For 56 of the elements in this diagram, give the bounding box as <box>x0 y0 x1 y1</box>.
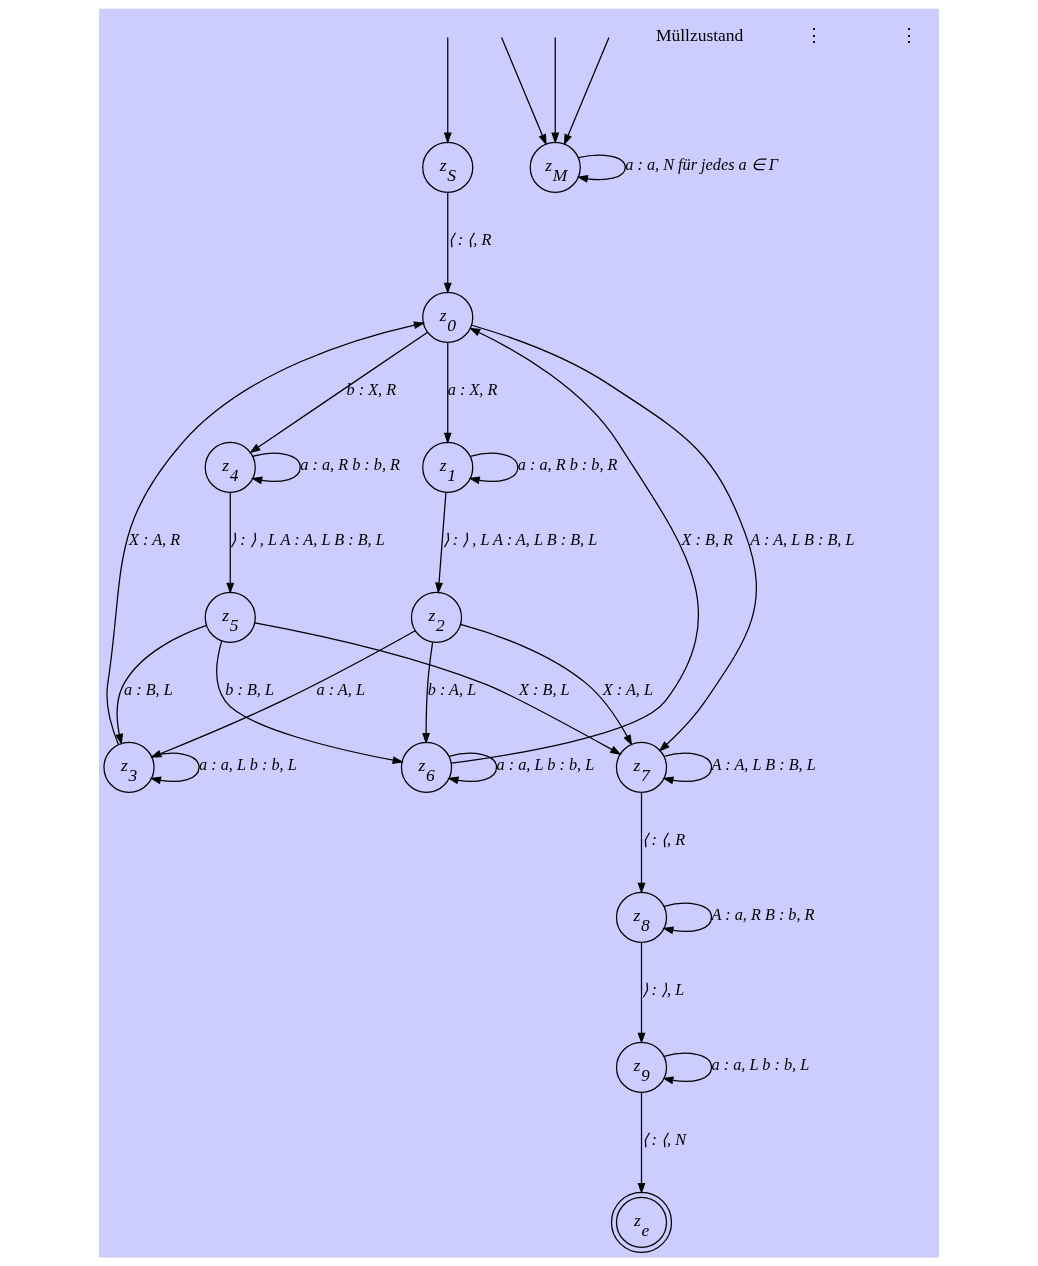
arrow <box>443 36 452 144</box>
arrow <box>500 36 547 146</box>
arrow <box>251 452 301 485</box>
arrow <box>637 942 646 1044</box>
edge-label: a : a, R b : b, R <box>300 456 400 475</box>
arrow <box>249 331 428 454</box>
label: ⋮ <box>805 24 824 45</box>
arrow <box>662 1052 713 1085</box>
edge-label: a : a, L b : b, L <box>199 756 297 775</box>
arrow <box>254 622 622 755</box>
edge-label: a : a, N für jedes a ∈ Γ <box>625 156 779 175</box>
arrow <box>662 902 713 935</box>
arrow <box>468 452 519 485</box>
arrow <box>149 752 200 785</box>
edge-label: A : A, L B : B, L <box>711 756 816 775</box>
edge-label: a : A, L <box>316 681 365 700</box>
label: Müllzustand <box>655 24 744 45</box>
edge-label: a : X, R <box>447 381 498 400</box>
edge-label: ⟨ : ⟨, R <box>641 831 686 850</box>
arrow <box>459 623 633 746</box>
arrow <box>226 492 235 594</box>
edge-label: ⟩ : ⟩ , L A : A, L B : B, L <box>230 531 385 550</box>
arrow <box>435 491 447 594</box>
arrow <box>576 154 626 183</box>
arrow <box>637 1091 646 1195</box>
edge-label: b : B, L <box>225 681 274 700</box>
edge-label: ⟨ : ⟨, R <box>447 231 492 250</box>
arrow <box>563 36 610 146</box>
arrow <box>422 642 434 745</box>
arrow <box>637 792 646 894</box>
edge-label: A : a, R B : b, R <box>711 906 815 925</box>
edge-label: ⟩ : ⟩ , L A : A, L B : B, L <box>442 531 598 550</box>
edge-label: a : a, L b : b, L <box>711 1056 810 1075</box>
arrow <box>551 36 560 144</box>
edge-label: X : A, R <box>129 531 181 550</box>
arrow <box>115 624 208 746</box>
arrow <box>216 640 404 765</box>
arrow <box>450 327 700 764</box>
arrow <box>662 752 713 785</box>
arrow <box>447 752 498 785</box>
edge-label: ⟨ : ⟨, N <box>641 1131 686 1150</box>
edge-label: b : X, R <box>346 381 397 400</box>
edge-label: X : B, L <box>519 681 570 700</box>
edge-label: ⟩ : ⟩, L <box>641 981 685 1000</box>
arrow <box>471 324 757 752</box>
edge-label: X : B, R <box>681 531 733 550</box>
arrow <box>443 192 452 294</box>
edge-label: a : a, L b : b, L <box>496 756 595 775</box>
edge-label: a : B, L <box>124 681 173 700</box>
arrow <box>443 342 452 444</box>
edge-label: A : A, L B : B, L <box>750 531 855 550</box>
edge-label: X : A, L <box>602 681 654 700</box>
label: ⋮ <box>900 24 919 45</box>
edge-label: b : A, L <box>427 681 477 700</box>
arrow <box>106 321 426 746</box>
edge-label: a : a, R b : b, R <box>517 456 618 475</box>
